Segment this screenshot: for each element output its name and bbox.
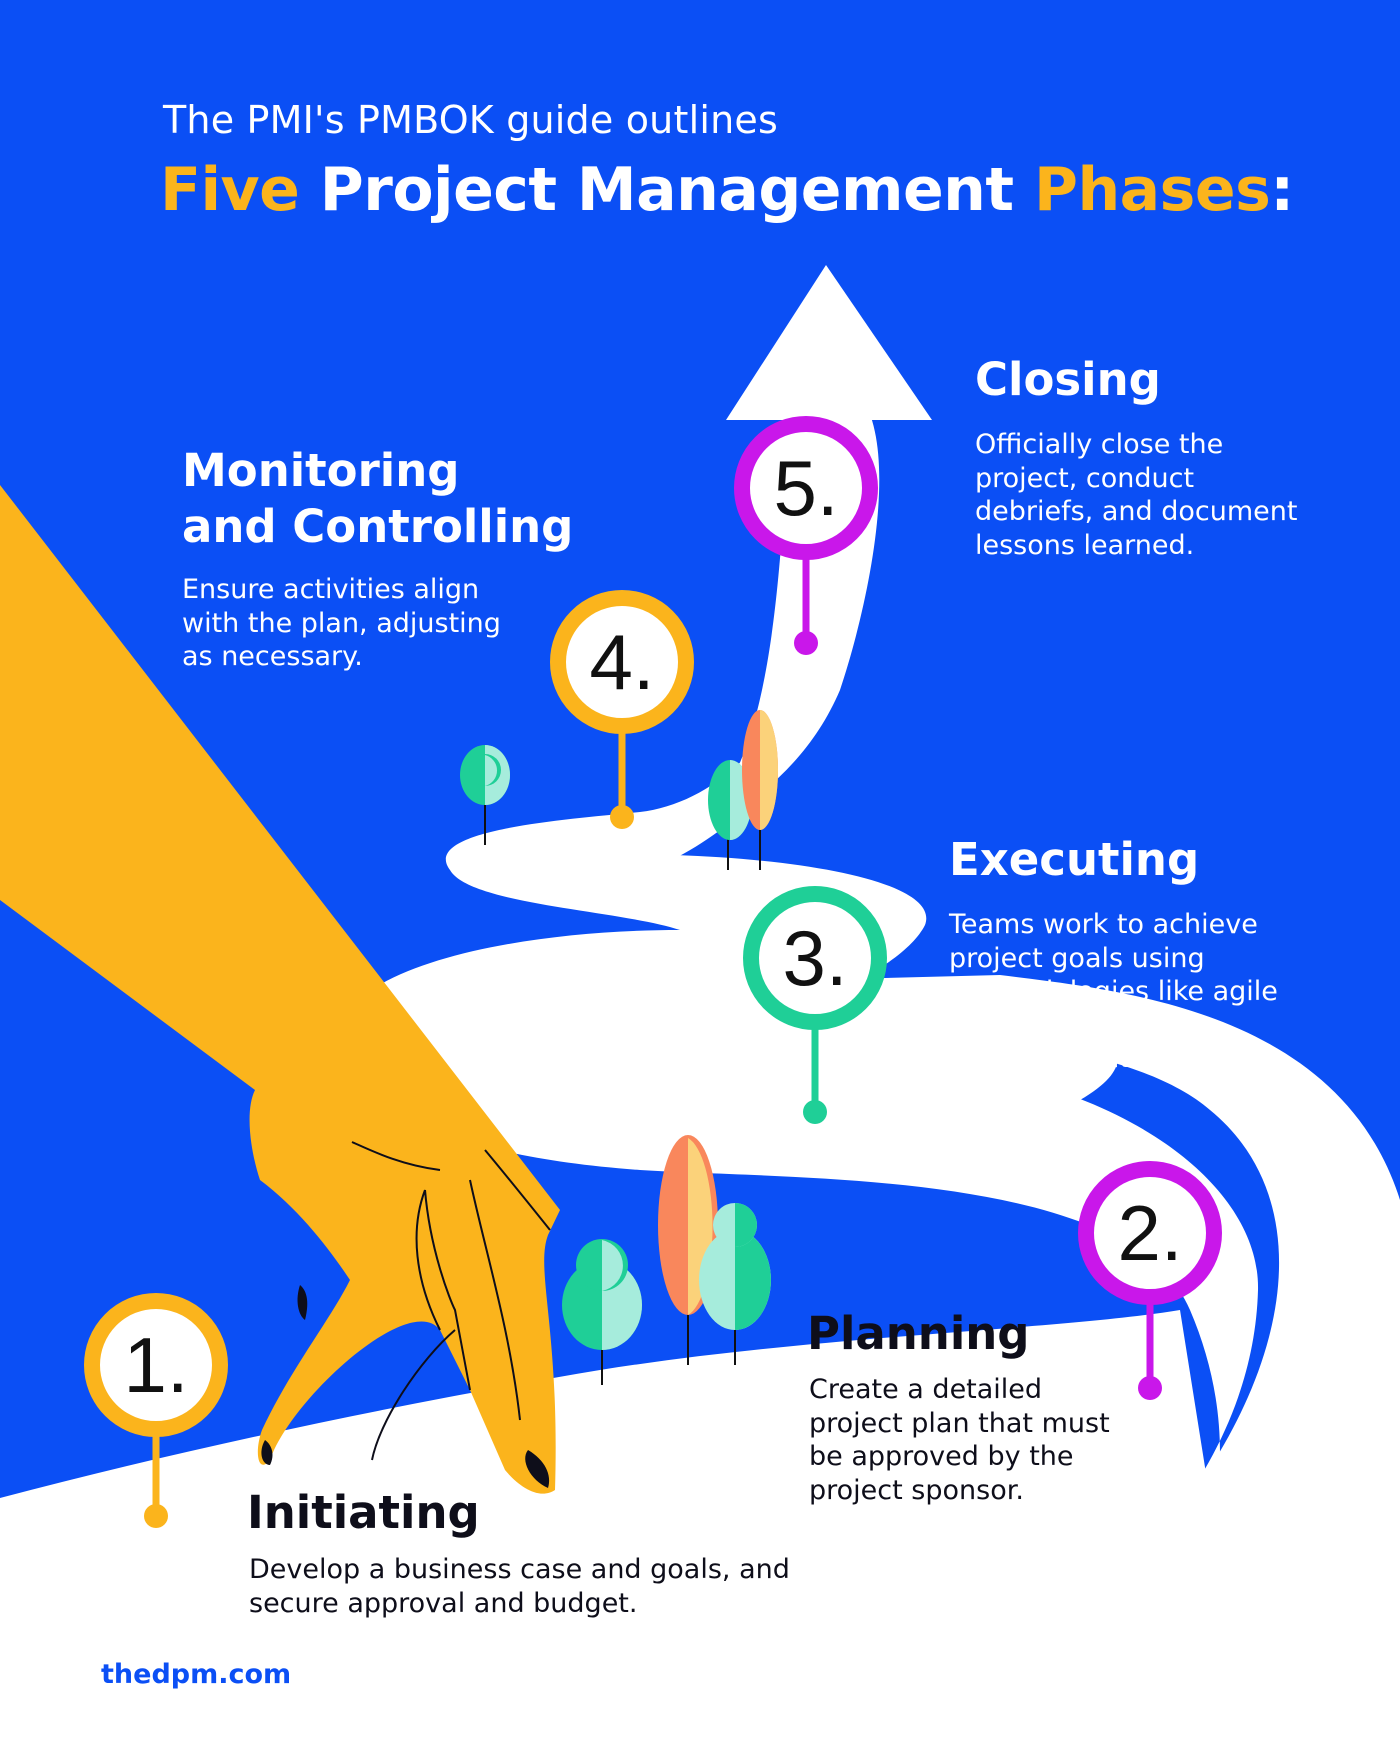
phase-2-title: Planning [807, 1307, 1030, 1360]
phase-5-desc-line: debriefs, and document [975, 496, 1298, 527]
phase-2-desc-line: project sponsor. [809, 1474, 1024, 1506]
headline-accent-word-2: Phases [1033, 155, 1271, 225]
phase-2-desc-line: Create a detailed [809, 1374, 1043, 1405]
footer-website-link[interactable]: thedpm.com [101, 1659, 292, 1690]
phase-3-number: 3. [782, 914, 847, 1002]
phase-1-number: 1. [123, 1321, 188, 1409]
phase-3-desc-line: and project [949, 1009, 1103, 1041]
phase-3-desc-line: Teams work to achieve [949, 909, 1258, 940]
phase-3-description: Teams work to achieve project goals usin… [949, 908, 1278, 1076]
dpm-logo: dpm [1200, 1647, 1307, 1698]
phase-5-description: Officially close the project, conduct de… [975, 428, 1297, 562]
phase-4-desc-line: with the plan, adjusting [182, 607, 501, 639]
subtitle: The PMI's PMBOK guide outlines [163, 98, 778, 142]
phase-4-title: Monitoring and Controlling [182, 443, 573, 555]
phase-3-desc-line: methodologies like agile [949, 976, 1278, 1007]
phase-4-title-line: Monitoring [182, 444, 460, 497]
road-main [360, 395, 1400, 1750]
phase-4-desc-line: Ensure activities align [182, 574, 480, 605]
phase-2-desc-line: be approved by the [809, 1441, 1074, 1472]
tree-icon [460, 745, 510, 845]
headline-accent-word: Five [160, 155, 300, 225]
phase-5-desc-line: project, conduct [975, 462, 1195, 494]
phase-5-pin: 5. [734, 416, 878, 655]
phase-4-desc-line: as necessary. [182, 641, 363, 672]
phase-3-title: Executing [949, 833, 1200, 886]
phase-1-title: Initiating [247, 1486, 480, 1539]
phase-5-desc-line: lessons learned. [975, 529, 1195, 561]
headline-colon: : [1270, 155, 1294, 225]
tree-icon [699, 1203, 771, 1365]
phase-2-number: 2. [1117, 1189, 1182, 1277]
hand-illustration [0, 485, 560, 1494]
phase-4-title-line: and Controlling [182, 500, 574, 553]
phase-4-number: 4. [589, 618, 654, 706]
tree-icon [708, 710, 778, 870]
up-arrow-icon [726, 265, 932, 420]
headline-middle: Project Management [319, 155, 1014, 225]
phase-5-number: 5. [773, 444, 838, 532]
phase-3-desc-line: project goals using [949, 942, 1205, 974]
phase-1-description: Develop a business case and goals, and s… [249, 1553, 790, 1620]
phase-2-desc-line: project plan that must [809, 1407, 1110, 1439]
phase-2-pin: 2. [1078, 1161, 1222, 1400]
phase-3-pin: 3. [743, 886, 887, 1124]
phase-5-title: Closing [975, 353, 1161, 406]
phase-4-description: Ensure activities align with the plan, a… [182, 573, 501, 674]
tree-icon [562, 1239, 642, 1385]
phase-4-pin: 4. [550, 590, 694, 829]
phase-1-desc-line: secure approval and budget. [249, 1587, 638, 1619]
phase-1-desc-line: Develop a business case and goals, and [249, 1554, 790, 1585]
phase-2-description: Create a detailed project plan that must… [809, 1373, 1110, 1507]
headline: Five Project Management Phases: [160, 155, 1294, 225]
phase-1-pin: 1. [84, 1293, 228, 1528]
white-ground [0, 1310, 1250, 1750]
phase-3-desc-line: management software. [949, 1043, 1263, 1074]
phase-5-desc-line: Officially close the [975, 429, 1224, 460]
